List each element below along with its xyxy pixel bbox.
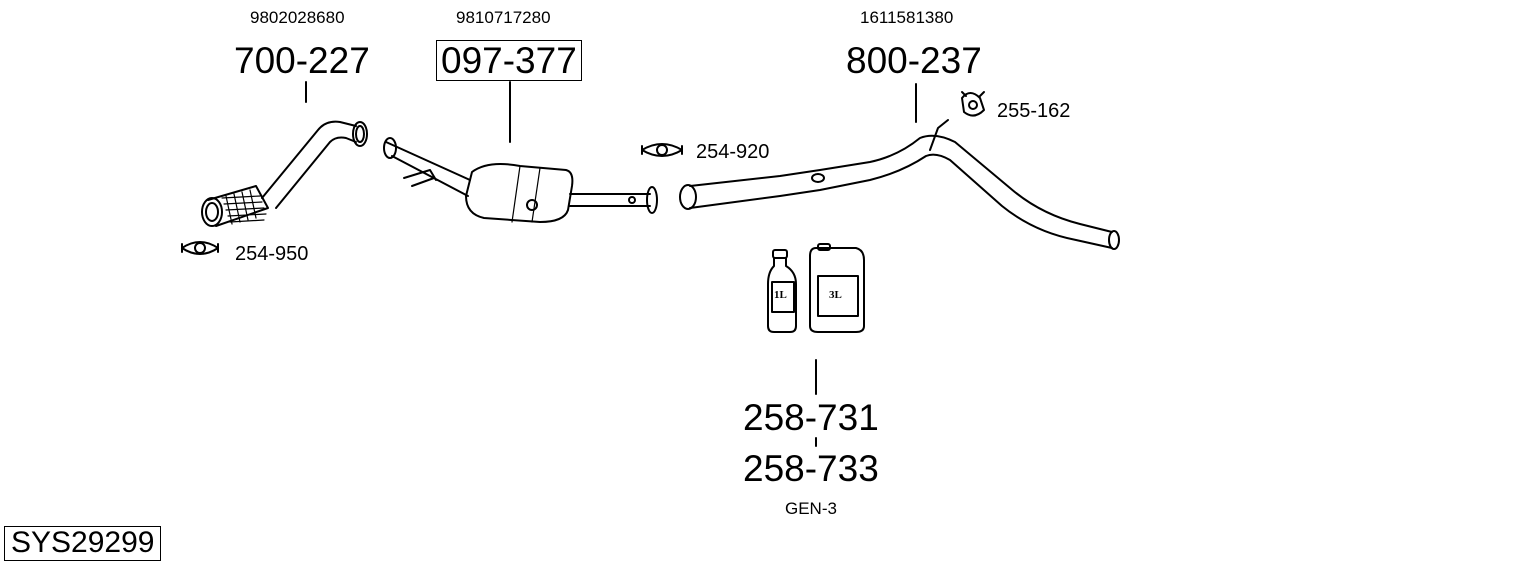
additive-bottle-1l-icon <box>767 249 797 333</box>
container-label-3l: 3L <box>829 289 842 301</box>
clamp-254-920-icon <box>641 143 683 157</box>
oe-number-rear-pipe: 1611581380 <box>860 8 954 27</box>
system-code: SYS29299 <box>4 526 162 561</box>
part-number-clamp-front[interactable]: 254-950 <box>235 243 309 265</box>
container-label-1l: 1L <box>774 289 787 301</box>
part-number-additive-3l[interactable]: 258-733 <box>743 448 879 489</box>
oe-number-dpf: 9810717280 <box>456 8 551 27</box>
additive-canister-3l-icon <box>809 243 865 333</box>
rear-pipe-800-237 <box>679 119 1120 250</box>
part-number-additive-1l[interactable]: 258-731 <box>743 397 879 438</box>
dpf-097-377 <box>383 137 658 223</box>
clamp-254-950-icon <box>181 241 219 255</box>
front-pipe-700-227 <box>201 120 368 227</box>
oe-number-front-pipe: 9802028680 <box>250 8 345 27</box>
additive-note: GEN-3 <box>785 499 837 518</box>
part-number-rubber-mount[interactable]: 255-162 <box>997 100 1071 122</box>
part-number-rear-pipe[interactable]: 800-237 <box>846 40 982 81</box>
part-number-clamp-mid[interactable]: 254-920 <box>696 141 770 163</box>
part-number-dpf[interactable]: 097-377 <box>436 40 582 81</box>
part-number-front-pipe[interactable]: 700-227 <box>234 40 370 81</box>
rubber-mount-255-162-icon <box>961 91 985 117</box>
